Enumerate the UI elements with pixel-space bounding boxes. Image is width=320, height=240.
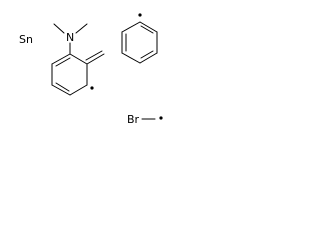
bromine-atom-label: Br [127,113,140,126]
benzene-bond-1 [139,21,158,33]
ring-bond-4 [51,84,71,96]
ring-radical-dot [90,86,94,90]
tin-atom-label: Sn [19,33,33,46]
ring-double-bond-inner-1 [55,57,71,67]
benzene-double-inner-2 [140,50,154,59]
ring-double-bond-inner-2 [55,82,70,92]
molecule-structure-diagram: Sn N Br [19,13,163,126]
n-methyl-bond-left [53,23,65,34]
nitrogen-atom-label: N [66,31,74,44]
methylene-bond-b [85,50,103,61]
methylene-bond-a [86,53,105,65]
benzene-bond-6 [121,21,141,33]
benzene-double-inner-1 [140,25,154,34]
benzene-radical-dot [138,13,142,17]
benzene-bond-4 [121,52,141,64]
ring-bond-6 [51,53,71,65]
n-methyl-bond-right [75,23,88,34]
benzene-bond-3 [139,52,158,64]
ring-bond-1 [69,53,88,65]
ring-bond-3 [69,84,88,96]
methyl-radical-dot [159,116,163,120]
